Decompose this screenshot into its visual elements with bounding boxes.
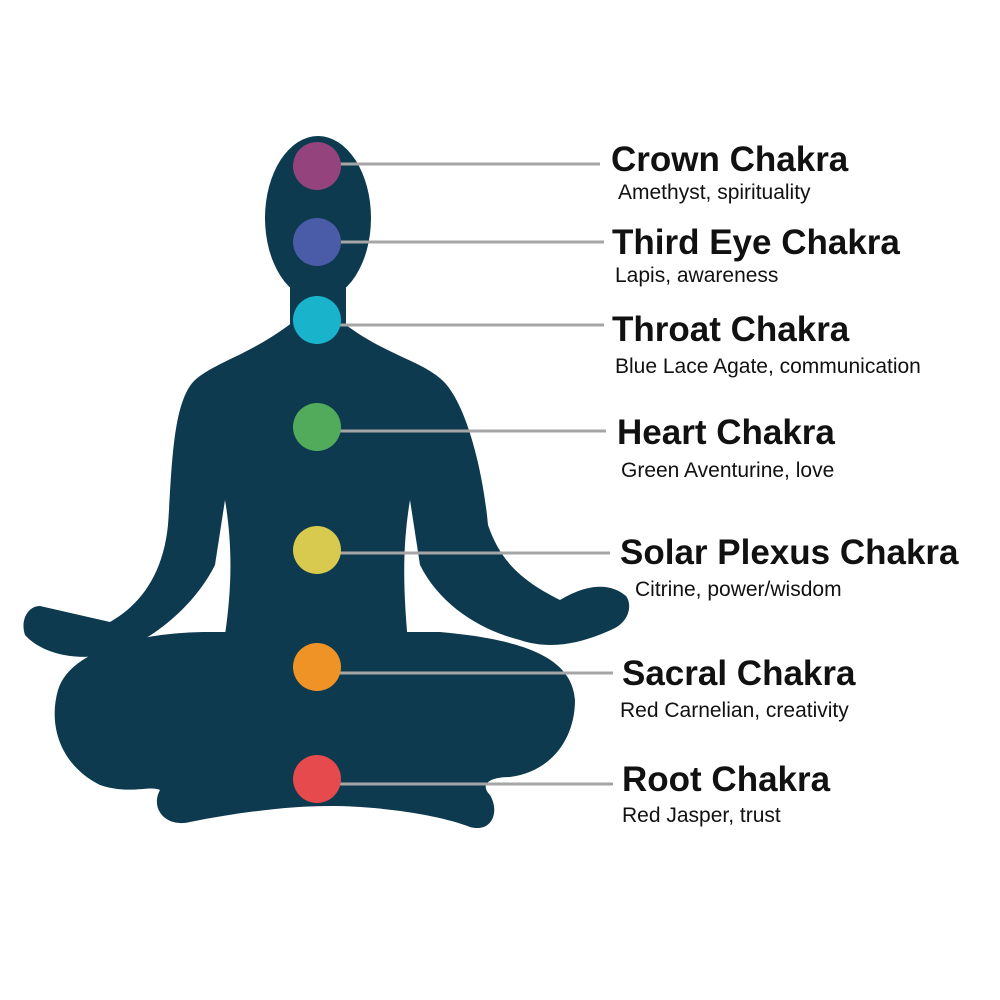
crown-chakra-description: Amethyst, spirituality bbox=[618, 181, 811, 204]
sacral-chakra-dot bbox=[293, 643, 341, 691]
heart-chakra-dot bbox=[293, 403, 341, 451]
connector-lines bbox=[339, 162, 613, 786]
sacral-chakra-label: Sacral Chakra Red Carnelian, creativity bbox=[620, 654, 856, 724]
solar-plexus-chakra-label: Solar Plexus Chakra Citrine, power/wisdo… bbox=[620, 533, 959, 603]
crown-chakra-dot bbox=[293, 142, 341, 190]
root-chakra-dot bbox=[293, 755, 341, 803]
heart-chakra-description: Green Aventurine, love bbox=[621, 459, 835, 482]
solar-plexus-chakra-dot bbox=[293, 526, 341, 574]
third-eye-chakra-dot bbox=[293, 218, 341, 266]
sacral-chakra-name: Sacral Chakra bbox=[622, 654, 856, 693]
third-eye-chakra-description: Lapis, awareness bbox=[615, 264, 779, 287]
third-eye-chakra-name: Third Eye Chakra bbox=[612, 223, 900, 262]
heart-chakra-label: Heart Chakra Green Aventurine, love bbox=[617, 413, 835, 484]
crown-chakra-name: Crown Chakra bbox=[611, 140, 849, 179]
throat-chakra-label: Throat Chakra Blue Lace Agate, communica… bbox=[612, 310, 921, 380]
body-silhouette bbox=[23, 136, 630, 829]
third-eye-chakra-label: Third Eye Chakra Lapis, awareness bbox=[612, 223, 900, 289]
throat-chakra-name: Throat Chakra bbox=[612, 310, 850, 349]
legs-shape bbox=[54, 632, 575, 829]
solar-plexus-chakra-name: Solar Plexus Chakra bbox=[620, 533, 959, 572]
chakra-dots bbox=[293, 142, 341, 803]
head-shape bbox=[265, 136, 371, 300]
root-chakra-label: Root Chakra Red Jasper, trust bbox=[622, 760, 830, 829]
root-chakra-name: Root Chakra bbox=[622, 760, 831, 799]
throat-chakra-dot bbox=[293, 296, 341, 344]
sacral-chakra-description: Red Carnelian, creativity bbox=[620, 699, 849, 722]
solar-plexus-chakra-description: Citrine, power/wisdom bbox=[635, 578, 842, 601]
torso-shape bbox=[23, 322, 630, 665]
root-chakra-description: Red Jasper, trust bbox=[622, 804, 781, 827]
throat-chakra-description: Blue Lace Agate, communication bbox=[615, 355, 921, 378]
crown-chakra-label: Crown Chakra Amethyst, spirituality bbox=[611, 140, 848, 206]
heart-chakra-name: Heart Chakra bbox=[617, 413, 835, 452]
